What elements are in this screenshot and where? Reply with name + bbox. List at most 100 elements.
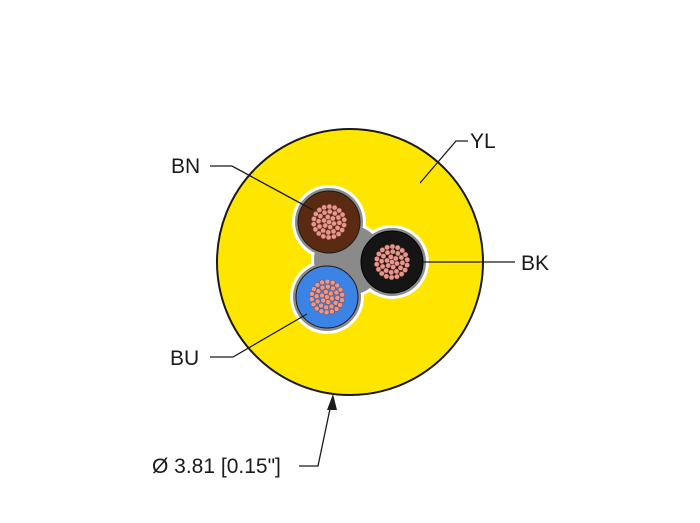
strand bbox=[334, 225, 341, 231]
strand bbox=[311, 216, 317, 222]
strand bbox=[388, 269, 394, 276]
strand bbox=[385, 262, 391, 269]
strand bbox=[323, 304, 329, 311]
strand bbox=[341, 216, 347, 223]
strand bbox=[330, 228, 337, 235]
label-bn: BN bbox=[171, 155, 200, 178]
leader-line-yl bbox=[419, 140, 468, 184]
strand bbox=[332, 210, 338, 217]
strand bbox=[316, 223, 323, 230]
strand bbox=[314, 298, 321, 305]
strand bbox=[399, 260, 406, 266]
strand bbox=[320, 233, 327, 240]
strand bbox=[394, 260, 400, 267]
strand bbox=[390, 264, 396, 270]
leader-line-bu bbox=[210, 313, 308, 358]
strand bbox=[375, 266, 382, 273]
strand bbox=[379, 263, 386, 270]
strand bbox=[322, 222, 328, 229]
strand bbox=[316, 230, 322, 237]
strand bbox=[311, 286, 317, 292]
strand bbox=[402, 251, 409, 258]
strand bbox=[325, 214, 331, 220]
strand bbox=[326, 219, 332, 225]
strand bbox=[319, 292, 325, 299]
label-diameter: Ø 3.81 [0.15"] bbox=[152, 455, 281, 478]
strand bbox=[309, 296, 315, 303]
strand bbox=[326, 203, 333, 210]
strand bbox=[323, 289, 329, 295]
strand bbox=[398, 271, 405, 277]
strand bbox=[337, 302, 343, 308]
strand bbox=[318, 308, 325, 315]
strand bbox=[324, 294, 330, 300]
strand bbox=[339, 211, 346, 218]
strand bbox=[323, 309, 330, 316]
label-yl: YL bbox=[470, 130, 496, 153]
strand bbox=[384, 257, 390, 264]
strand bbox=[379, 247, 386, 253]
strand bbox=[314, 282, 321, 288]
strand bbox=[378, 258, 385, 264]
strand bbox=[390, 248, 396, 255]
strand bbox=[330, 215, 336, 222]
diameter-arrowhead bbox=[327, 394, 337, 410]
strand bbox=[314, 305, 320, 312]
strand bbox=[341, 222, 347, 228]
strand bbox=[389, 243, 396, 250]
strand bbox=[332, 300, 339, 306]
strand bbox=[334, 295, 341, 301]
strand bbox=[312, 226, 319, 233]
strand bbox=[329, 279, 336, 286]
strand bbox=[336, 220, 343, 226]
strand bbox=[339, 297, 345, 303]
strand bbox=[398, 254, 405, 261]
strand bbox=[339, 227, 345, 233]
strand bbox=[327, 208, 333, 215]
strand bbox=[383, 267, 389, 274]
strand-bundle-black bbox=[374, 243, 410, 281]
strand bbox=[380, 253, 387, 259]
strand bbox=[384, 244, 390, 251]
strand bbox=[393, 268, 400, 275]
label-bu: BU bbox=[170, 347, 199, 370]
label-bk: BK bbox=[521, 252, 549, 275]
strand bbox=[404, 256, 410, 263]
strand bbox=[317, 213, 324, 219]
strand bbox=[320, 297, 326, 304]
strand bbox=[313, 211, 319, 217]
strand bbox=[374, 256, 380, 262]
strand bbox=[384, 249, 391, 256]
strand-bundle-blue bbox=[309, 278, 345, 316]
strand bbox=[315, 288, 322, 294]
strand bbox=[325, 229, 331, 236]
strand bbox=[339, 291, 345, 298]
strand bbox=[379, 270, 385, 277]
strand bbox=[309, 291, 315, 297]
strand bbox=[388, 274, 395, 281]
strand bbox=[334, 282, 340, 289]
strand bbox=[319, 284, 326, 291]
strand bbox=[393, 255, 399, 262]
strand bbox=[330, 285, 336, 292]
strand bbox=[333, 306, 340, 312]
strand bbox=[315, 218, 322, 224]
strand bbox=[321, 209, 328, 216]
strand bbox=[336, 207, 342, 214]
strand bbox=[320, 227, 326, 234]
strand bbox=[404, 262, 410, 268]
strand bbox=[374, 261, 380, 268]
strand bbox=[331, 220, 337, 227]
strand bbox=[335, 214, 342, 221]
strand bbox=[328, 290, 334, 297]
strand bbox=[316, 207, 323, 213]
strand bbox=[325, 299, 331, 305]
strand bbox=[402, 267, 408, 273]
strand bbox=[394, 273, 400, 280]
strand bbox=[328, 303, 335, 310]
strand bbox=[324, 278, 331, 285]
strand bbox=[383, 273, 390, 280]
strand bbox=[327, 224, 333, 230]
strand bbox=[376, 251, 382, 257]
